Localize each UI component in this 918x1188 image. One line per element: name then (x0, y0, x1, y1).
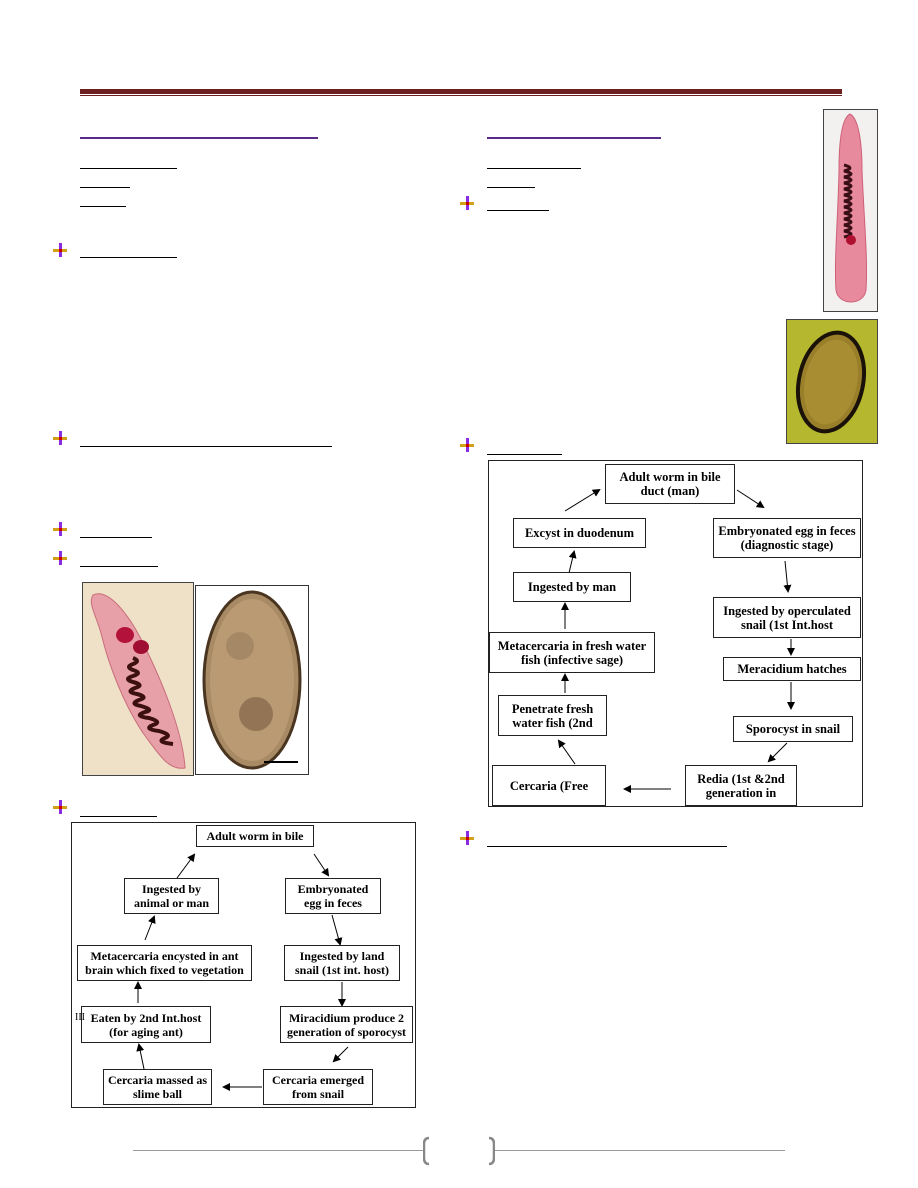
clonorchis-adult-photo (823, 109, 878, 312)
bullet-icon (53, 551, 67, 565)
lifecycle-diagram-1: Adult worm in bile Ingested by animal or… (71, 822, 416, 1108)
page-number-brackets (423, 1136, 495, 1166)
clonorchis-egg-photo (786, 319, 878, 444)
lc2-ingested-by-man: Ingested by man (513, 572, 631, 602)
left-heading-a (80, 537, 152, 538)
lc1-eaten-prefix: III (75, 1012, 85, 1023)
bullet-icon (53, 243, 67, 257)
left-subheading-3 (80, 206, 126, 207)
left-subheading-1 (80, 168, 177, 169)
left-heading-lifecycle (80, 816, 157, 817)
lc1-miracidium: Miracidium produce 2 generation of sporo… (280, 1006, 413, 1043)
lc2-ingested-by-snail-text: Ingested by operculated snail (1st Int.h… (723, 603, 851, 632)
right-heading-morphology (487, 210, 549, 211)
lc1-metacercaria: Metacercaria encysted in ant brain which… (77, 945, 252, 981)
lc2-cercaria: Cercaria (Free (492, 765, 606, 806)
lc1-ingested-by-animal: Ingested by animal or man (124, 878, 219, 914)
right-subheading-1 (487, 168, 581, 169)
left-subheading-2 (80, 187, 130, 188)
right-subheading-2 (487, 187, 535, 188)
header-rule (80, 89, 842, 94)
right-heading-lifecycle (487, 454, 562, 455)
left-heading-b (80, 566, 158, 567)
lc1-ingested-by-snail: Ingested by land snail (1st int. host) (284, 945, 400, 981)
footer-rule-left (133, 1150, 423, 1151)
lc2-penetrate-fish: Penetrate fresh water fish (2nd (498, 695, 607, 736)
lifecycle-2-arrows (557, 488, 795, 793)
header-rule-thin (80, 95, 842, 96)
adult-worm-photo (82, 582, 194, 776)
right-heading-long (487, 846, 727, 847)
bullet-icon (460, 196, 474, 210)
lc2-ingested-by-snail: Ingested by operculated snail (1st Int.h… (713, 597, 861, 638)
lc1-eaten-by-ant: III Eaten by 2nd Int.host (for aging ant… (75, 1006, 211, 1043)
right-section-heading (487, 137, 661, 139)
egg-photo (195, 585, 309, 775)
bullet-icon (460, 831, 474, 845)
lc1-adult-worm: Adult worm in bile (196, 825, 314, 847)
lc2-redia: Redia (1st &2nd generation in (685, 765, 797, 806)
lc2-adult-worm: Adult worm in bile duct (man) (605, 464, 735, 504)
lifecycle-diagram-2: Adult worm in bile duct (man) Excyst in … (488, 460, 863, 807)
lc1-embryonated-egg: Embryonated egg in feces (285, 878, 381, 914)
lc2-sporocyst: Sporocyst in snail (733, 716, 853, 742)
lifecycle-1-arrows (134, 853, 349, 1091)
left-heading-long (80, 446, 332, 447)
lc1-eaten-text: Eaten by 2nd Int.host (for aging ant) (90, 1010, 202, 1039)
lc2-metacercaria: Metacercaria in fresh water fish (infect… (489, 632, 655, 673)
footer-rule-right (495, 1150, 785, 1151)
left-heading-morphology (80, 257, 177, 258)
lc2-meracidium: Meracidium hatches (723, 657, 861, 681)
bullet-icon (53, 800, 67, 814)
lc1-cercaria-emerged: Cercaria emerged from snail (263, 1069, 373, 1105)
bullet-icon (53, 431, 67, 445)
bullet-icon (53, 522, 67, 536)
bullet-icon (460, 438, 474, 452)
left-section-heading (80, 137, 318, 139)
lc1-cercaria-slime: Cercaria massed as slime ball (103, 1069, 212, 1105)
lc2-embryonated-egg: Embryonated egg in feces (diagnostic sta… (713, 518, 861, 558)
lc2-excyst: Excyst in duodenum (513, 518, 646, 548)
